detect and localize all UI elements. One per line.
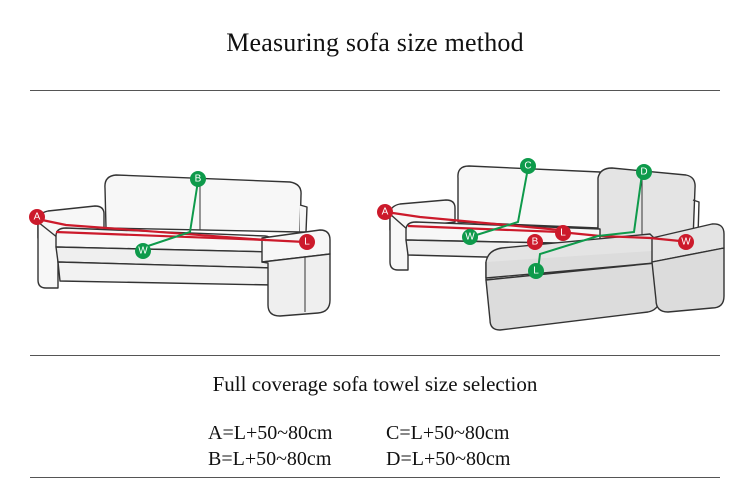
badge-l: L (299, 234, 315, 250)
svg-text:W: W (138, 246, 148, 257)
formula-c: C=L+50~80cm (386, 422, 510, 444)
svg-text:C: C (524, 161, 531, 172)
divider-top (30, 90, 720, 91)
l-shaped-sofa-illustration (389, 165, 725, 331)
badge-b: B (190, 171, 206, 187)
svg-text:B: B (532, 237, 539, 248)
divider-middle (30, 355, 720, 356)
formula-a: A=L+50~80cm (208, 422, 333, 444)
measure-line-l (55, 230, 267, 242)
svg-text:W: W (681, 237, 691, 248)
measure-line-b (144, 180, 199, 248)
svg-text:L: L (560, 228, 566, 239)
measure-line-a2 (385, 210, 561, 232)
formula-b: B=L+50~80cm (208, 448, 332, 470)
badge-w: W (135, 243, 151, 259)
badge-w3: W (678, 234, 694, 250)
badge-c: C (520, 158, 536, 174)
badge-w2: W (462, 229, 478, 245)
measure-line-a (41, 218, 306, 244)
svg-text:L: L (304, 237, 310, 248)
page-title: Measuring sofa size method (226, 28, 524, 57)
divider-bottom (30, 477, 720, 478)
svg-text:W: W (465, 232, 475, 243)
svg-text:B: B (195, 174, 202, 185)
formula-d: D=L+50~80cm (386, 448, 511, 470)
badge-a2: A (377, 204, 393, 220)
badge-d: D (636, 164, 652, 180)
badge-l2-red: L (555, 225, 571, 241)
measure-line-c (469, 167, 529, 238)
svg-text:A: A (34, 212, 41, 223)
svg-text:A: A (382, 207, 389, 218)
badge-b2: B (527, 234, 543, 250)
badge-l2-green: L (528, 263, 544, 279)
straight-sofa-illustration (37, 174, 331, 317)
svg-text:L: L (533, 266, 539, 277)
measure-line-d (537, 173, 643, 271)
section-subtitle: Full coverage sofa towel size selection (212, 372, 538, 396)
svg-text:D: D (640, 167, 647, 178)
badge-a: A (29, 209, 45, 225)
